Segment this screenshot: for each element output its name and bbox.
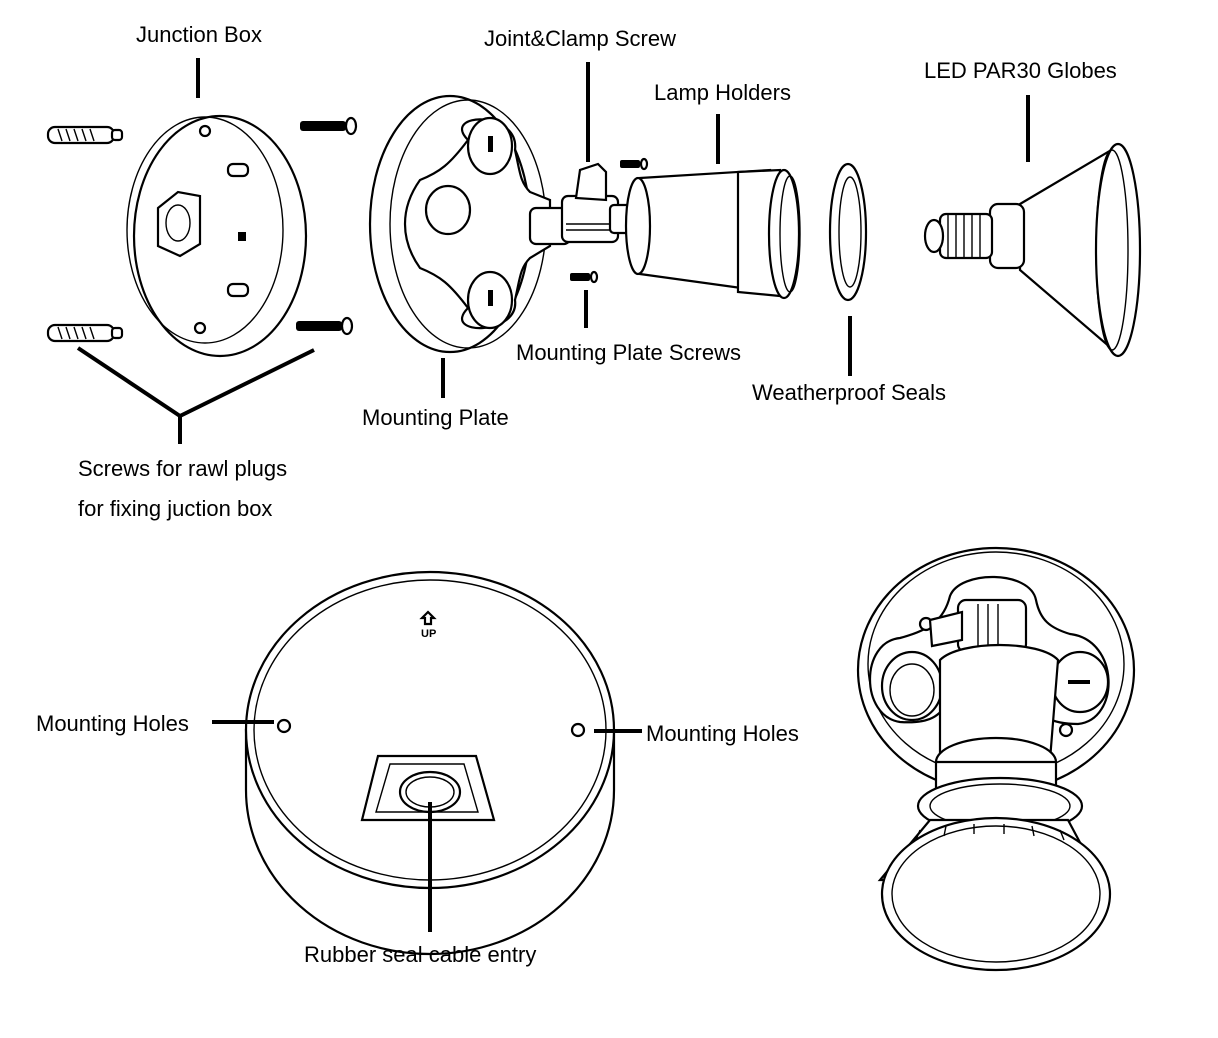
rawl-plug-top	[46, 125, 124, 145]
label-rawl-plug-screws-line1: Screws for rawl plugs	[78, 456, 287, 481]
label-weatherproof-seals: Weatherproof Seals	[752, 380, 946, 405]
small-screw-bottom	[570, 270, 599, 284]
label-mounting-holes-right: Mounting Holes	[646, 721, 799, 746]
led-par30-globe	[923, 142, 1142, 358]
assembled-fixture	[856, 546, 1136, 972]
rawl-plug-bottom	[46, 323, 124, 343]
label-mounting-plate: Mounting Plate	[362, 405, 509, 430]
lamp-holder	[624, 168, 801, 300]
label-mounting-holes-left: Mounting Holes	[36, 711, 189, 736]
up-mark: UP	[421, 628, 436, 640]
screw-bottom	[296, 316, 354, 336]
label-mounting-plate-screws: Mounting Plate Screws	[516, 340, 741, 365]
rawl-plug-leader	[76, 346, 315, 444]
small-screw-top	[620, 157, 649, 171]
junction-box	[126, 114, 308, 358]
label-rawl-plug-screws-line2: for fixing juction box	[78, 496, 272, 521]
label-junction-box: Junction Box	[136, 22, 262, 47]
screw-top	[300, 116, 358, 136]
label-led-globes: LED PAR30 Globes	[924, 58, 1117, 83]
label-lamp-holders: Lamp Holders	[654, 80, 791, 105]
weatherproof-seal	[828, 162, 868, 302]
label-rubber-seal-cable-entry: Rubber seal cable entry	[304, 942, 536, 967]
label-joint-clamp-screw: Joint&Clamp Screw	[484, 26, 676, 51]
mounting-plate	[368, 94, 552, 354]
